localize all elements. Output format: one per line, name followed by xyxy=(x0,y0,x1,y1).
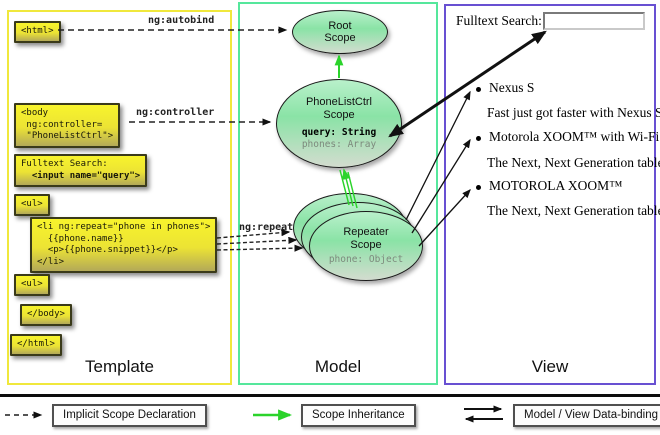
repeater-scope-title: Repeater Scope xyxy=(343,226,389,251)
code-li-repeat: <li ng:repeat="phone in phones"> {{phone… xyxy=(30,217,218,273)
code-fulltext-input: <input name="query"> xyxy=(21,170,141,181)
view-search-label: Fulltext Search: xyxy=(456,13,542,28)
view-panel: View xyxy=(444,4,656,385)
code-body-close: </body> xyxy=(20,304,72,326)
bullet-icon xyxy=(476,136,481,141)
phonelistctrl-prop-query: query: String xyxy=(301,127,377,138)
model-panel-label: Model xyxy=(314,357,362,376)
repeater-prop-phone: phone: Object xyxy=(328,254,404,265)
code-fulltext-label: Fulltext Search: xyxy=(21,159,108,169)
code-fulltext-search: Fulltext Search: <input name="query"> xyxy=(14,154,148,187)
fulltext-search-input[interactable] xyxy=(543,12,645,30)
legend-model-view-databinding: Model / View Data-binding xyxy=(513,404,660,427)
template-panel-label: Template xyxy=(85,357,154,376)
legend-separator xyxy=(0,394,660,397)
code-ul-open: <ul> xyxy=(14,194,50,216)
code-ul-close: <ul> xyxy=(14,274,50,296)
legend-scope-inheritance: Scope Inheritance xyxy=(301,404,416,427)
root-scope-ellipse: Root Scope xyxy=(292,10,388,54)
view-item-title: MOTOROLA XOOM™ xyxy=(489,178,623,193)
repeater-scope-ellipse: Repeater Scope phone: Object xyxy=(309,211,423,281)
root-scope-title: Root Scope xyxy=(324,19,356,45)
ng-autobind-label: ng:autobind xyxy=(148,15,215,26)
view-item-desc: The Next, Next Generation tablet. xyxy=(487,155,660,170)
bullet-icon xyxy=(476,87,481,92)
code-body-open: <body ng:controller= "PhoneListCtrl"> xyxy=(14,103,121,148)
view-item-title: Motorola XOOM™ with Wi-Fi xyxy=(489,129,660,144)
view-item-desc: Fast just got faster with Nexus S. xyxy=(487,105,660,120)
ng-repeat-label: ng:repeat xyxy=(239,222,294,233)
view-panel-label: View xyxy=(531,357,569,376)
view-item-title: Nexus S xyxy=(489,80,535,95)
code-html-open: <html> xyxy=(14,21,61,43)
legend-implicit-scope-declaration: Implicit Scope Declaration xyxy=(52,404,207,427)
ng-controller-label: ng:controller xyxy=(136,107,215,118)
code-html-close: </html> xyxy=(10,334,62,356)
phonelistctrl-scope-title: PhoneListCtrl Scope xyxy=(305,96,373,121)
phonelistctrl-scope-ellipse: PhoneListCtrl Scope query: String phones… xyxy=(276,79,402,168)
bullet-icon xyxy=(476,185,481,190)
phonelistctrl-prop-phones: phones: Array xyxy=(301,139,377,150)
view-item-desc: The Next, Next Generation tablet. xyxy=(487,203,660,218)
